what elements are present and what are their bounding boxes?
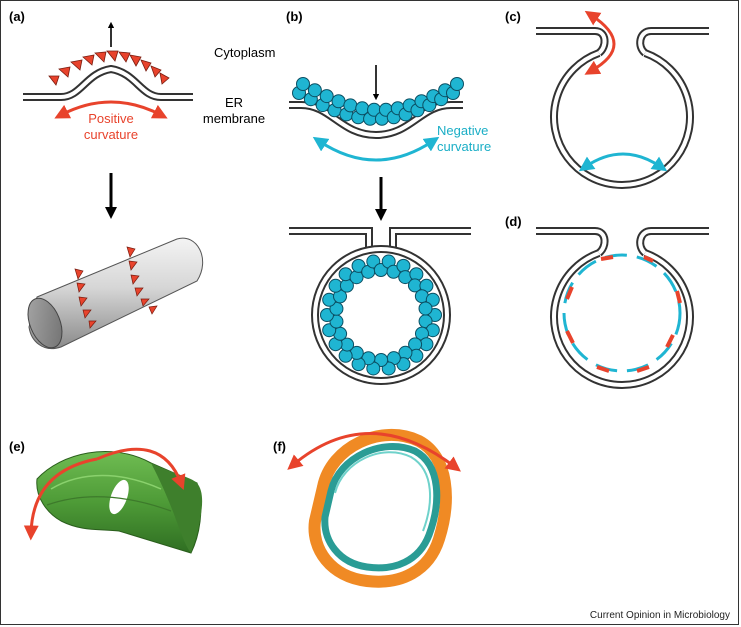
cyan-protein-bead bbox=[398, 345, 413, 360]
cytoplasm-label: Cytoplasm bbox=[214, 45, 275, 60]
negative-label-line1: Negative bbox=[437, 123, 488, 138]
positive-curvature-proteins bbox=[48, 50, 170, 86]
panel-b-diagram: Negative curvature bbox=[289, 65, 491, 385]
panel-label-c: (c) bbox=[505, 9, 521, 24]
cyan-protein-bead bbox=[418, 301, 433, 316]
er-label-line1: ER bbox=[225, 95, 243, 110]
panel-label-f: (f) bbox=[273, 439, 286, 454]
cyan-protein-bead bbox=[450, 77, 464, 91]
panel-label-d: (d) bbox=[505, 214, 522, 229]
panel-c-diagram bbox=[536, 10, 709, 189]
cyan-protein-bead bbox=[331, 94, 346, 109]
panel-label-b: (b) bbox=[286, 9, 303, 24]
cyan-protein-bead bbox=[296, 77, 310, 91]
panel-e-diagram bbox=[23, 447, 203, 554]
tubule-cylinder bbox=[27, 237, 203, 349]
cyan-protein-bead bbox=[319, 89, 334, 104]
panel-a-diagram: Positive curvature bbox=[23, 21, 203, 349]
cyan-protein-bead bbox=[349, 270, 364, 285]
negative-label-line2: curvature bbox=[437, 139, 491, 154]
positive-label-line2: curvature bbox=[84, 127, 138, 142]
negative-curvature-proteins bbox=[292, 77, 464, 126]
credit-label: Current Opinion in Microbiology bbox=[590, 610, 730, 621]
er-label-line2: membrane bbox=[203, 111, 265, 126]
panel-f-diagram bbox=[287, 428, 461, 588]
vesicle-coat-proteins bbox=[320, 254, 442, 376]
positive-label-line1: Positive bbox=[88, 111, 134, 126]
panel-label-a: (a) bbox=[9, 9, 25, 24]
panel-label-e: (e) bbox=[9, 439, 25, 454]
red-segments bbox=[565, 255, 682, 373]
panel-d-diagram bbox=[536, 227, 709, 389]
cyan-protein-bead bbox=[343, 98, 358, 113]
cyan-protein-bead bbox=[307, 83, 322, 98]
